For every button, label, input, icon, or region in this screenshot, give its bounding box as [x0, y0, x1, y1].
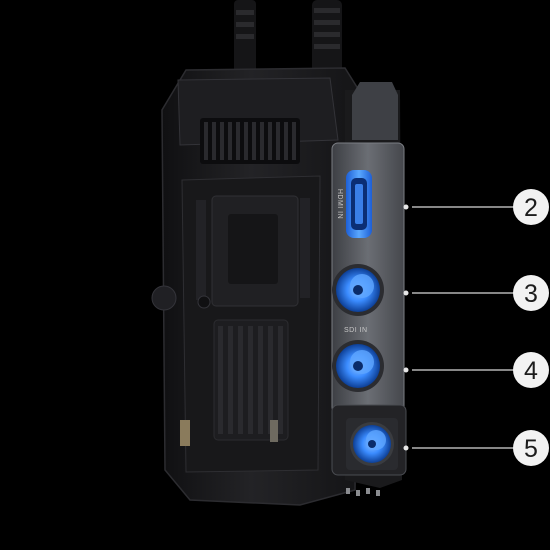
callout-dot [403, 290, 409, 296]
callout-badge [513, 189, 549, 225]
cables [234, 0, 342, 80]
callout-dot [403, 445, 409, 451]
bnc-connector [332, 264, 384, 316]
bottom-pins [346, 488, 380, 496]
callout-4: 4 [403, 352, 549, 388]
callout-number: 4 [524, 357, 538, 385]
battery-plate [151, 175, 321, 473]
callout-number: 5 [524, 435, 538, 463]
bnc-connector [346, 418, 398, 470]
callout-badge [513, 275, 549, 311]
callout-dot [403, 204, 409, 210]
callout-5: 5 [403, 430, 549, 466]
hdmi-port: HDMI IN [336, 170, 372, 238]
callout-number: 3 [524, 280, 538, 308]
callout-badge [513, 430, 549, 466]
callout-badge [513, 352, 549, 388]
sdi-in-label: SDI IN [344, 327, 368, 334]
vent-grille [200, 118, 300, 164]
hdmi-in-label: HDMI IN [336, 189, 343, 219]
bnc-connector [332, 340, 384, 392]
device-body [151, 67, 361, 506]
callout-3: 3 [403, 275, 549, 311]
callout-dot [403, 367, 409, 373]
callout-number: 2 [524, 194, 538, 222]
callout-2: 2 [403, 189, 549, 225]
